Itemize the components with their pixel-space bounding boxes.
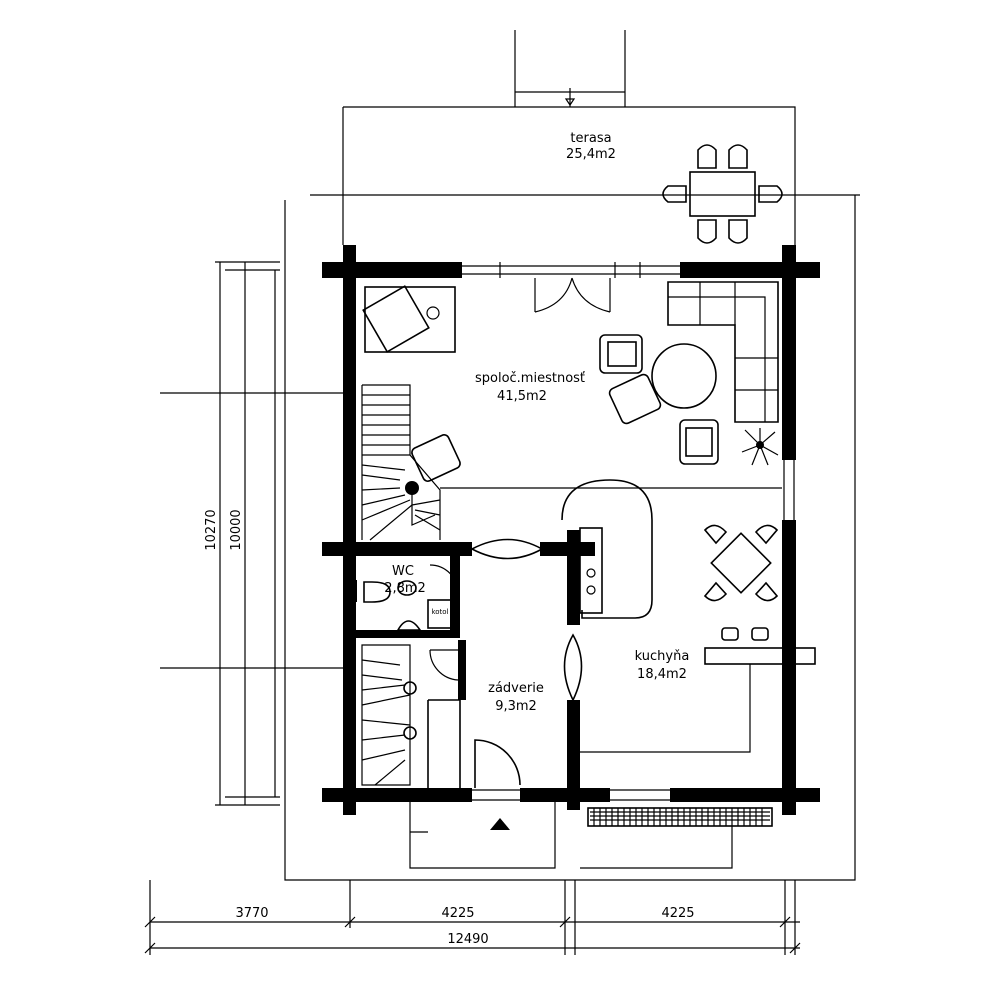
staircase-lower [361, 644, 417, 786]
room-name-wc: WC [392, 564, 414, 579]
openings [429, 277, 611, 788]
room-name-kitchen: kuchyňa [635, 649, 690, 664]
room-name-hall: zádverie [488, 681, 544, 696]
room-area-living: 41,5m2 [497, 389, 547, 404]
dimension-lines [144, 261, 801, 955]
living-room-furniture [362, 281, 782, 489]
kitchen-furniture [561, 479, 816, 827]
room-area-wc: 2,8m2 [384, 581, 426, 596]
dim-bottom-2: 4225 [441, 906, 474, 921]
dim-bottom-3: 4225 [661, 906, 694, 921]
dimension-labels: 3770 4225 4225 12490 10270 10000 [204, 509, 695, 947]
boiler-label: kotol [431, 608, 448, 616]
terrace-dining-set [662, 144, 783, 244]
room-area-terasa: 25,4m2 [566, 147, 616, 162]
room-name-living: spoloč.miestnosť [475, 371, 585, 386]
room-name-terasa: terasa [570, 131, 611, 146]
room-area-kitchen: 18,4m2 [637, 667, 687, 682]
entrance-steps [409, 802, 733, 869]
room-labels: terasa 25,4m2 spoloč.miestnosť 41,5m2 WC… [384, 131, 689, 714]
dim-left-inner: 10000 [229, 509, 244, 550]
walls [322, 245, 820, 815]
room-area-hall: 9,3m2 [495, 699, 537, 714]
dim-bottom-total: 12490 [447, 932, 488, 947]
staircase-main [361, 384, 441, 541]
dim-left-outer: 10270 [204, 509, 219, 550]
dim-bottom-1: 3770 [235, 906, 268, 921]
wc-fixtures: kotol [363, 580, 453, 631]
terrace-outline [284, 30, 860, 881]
